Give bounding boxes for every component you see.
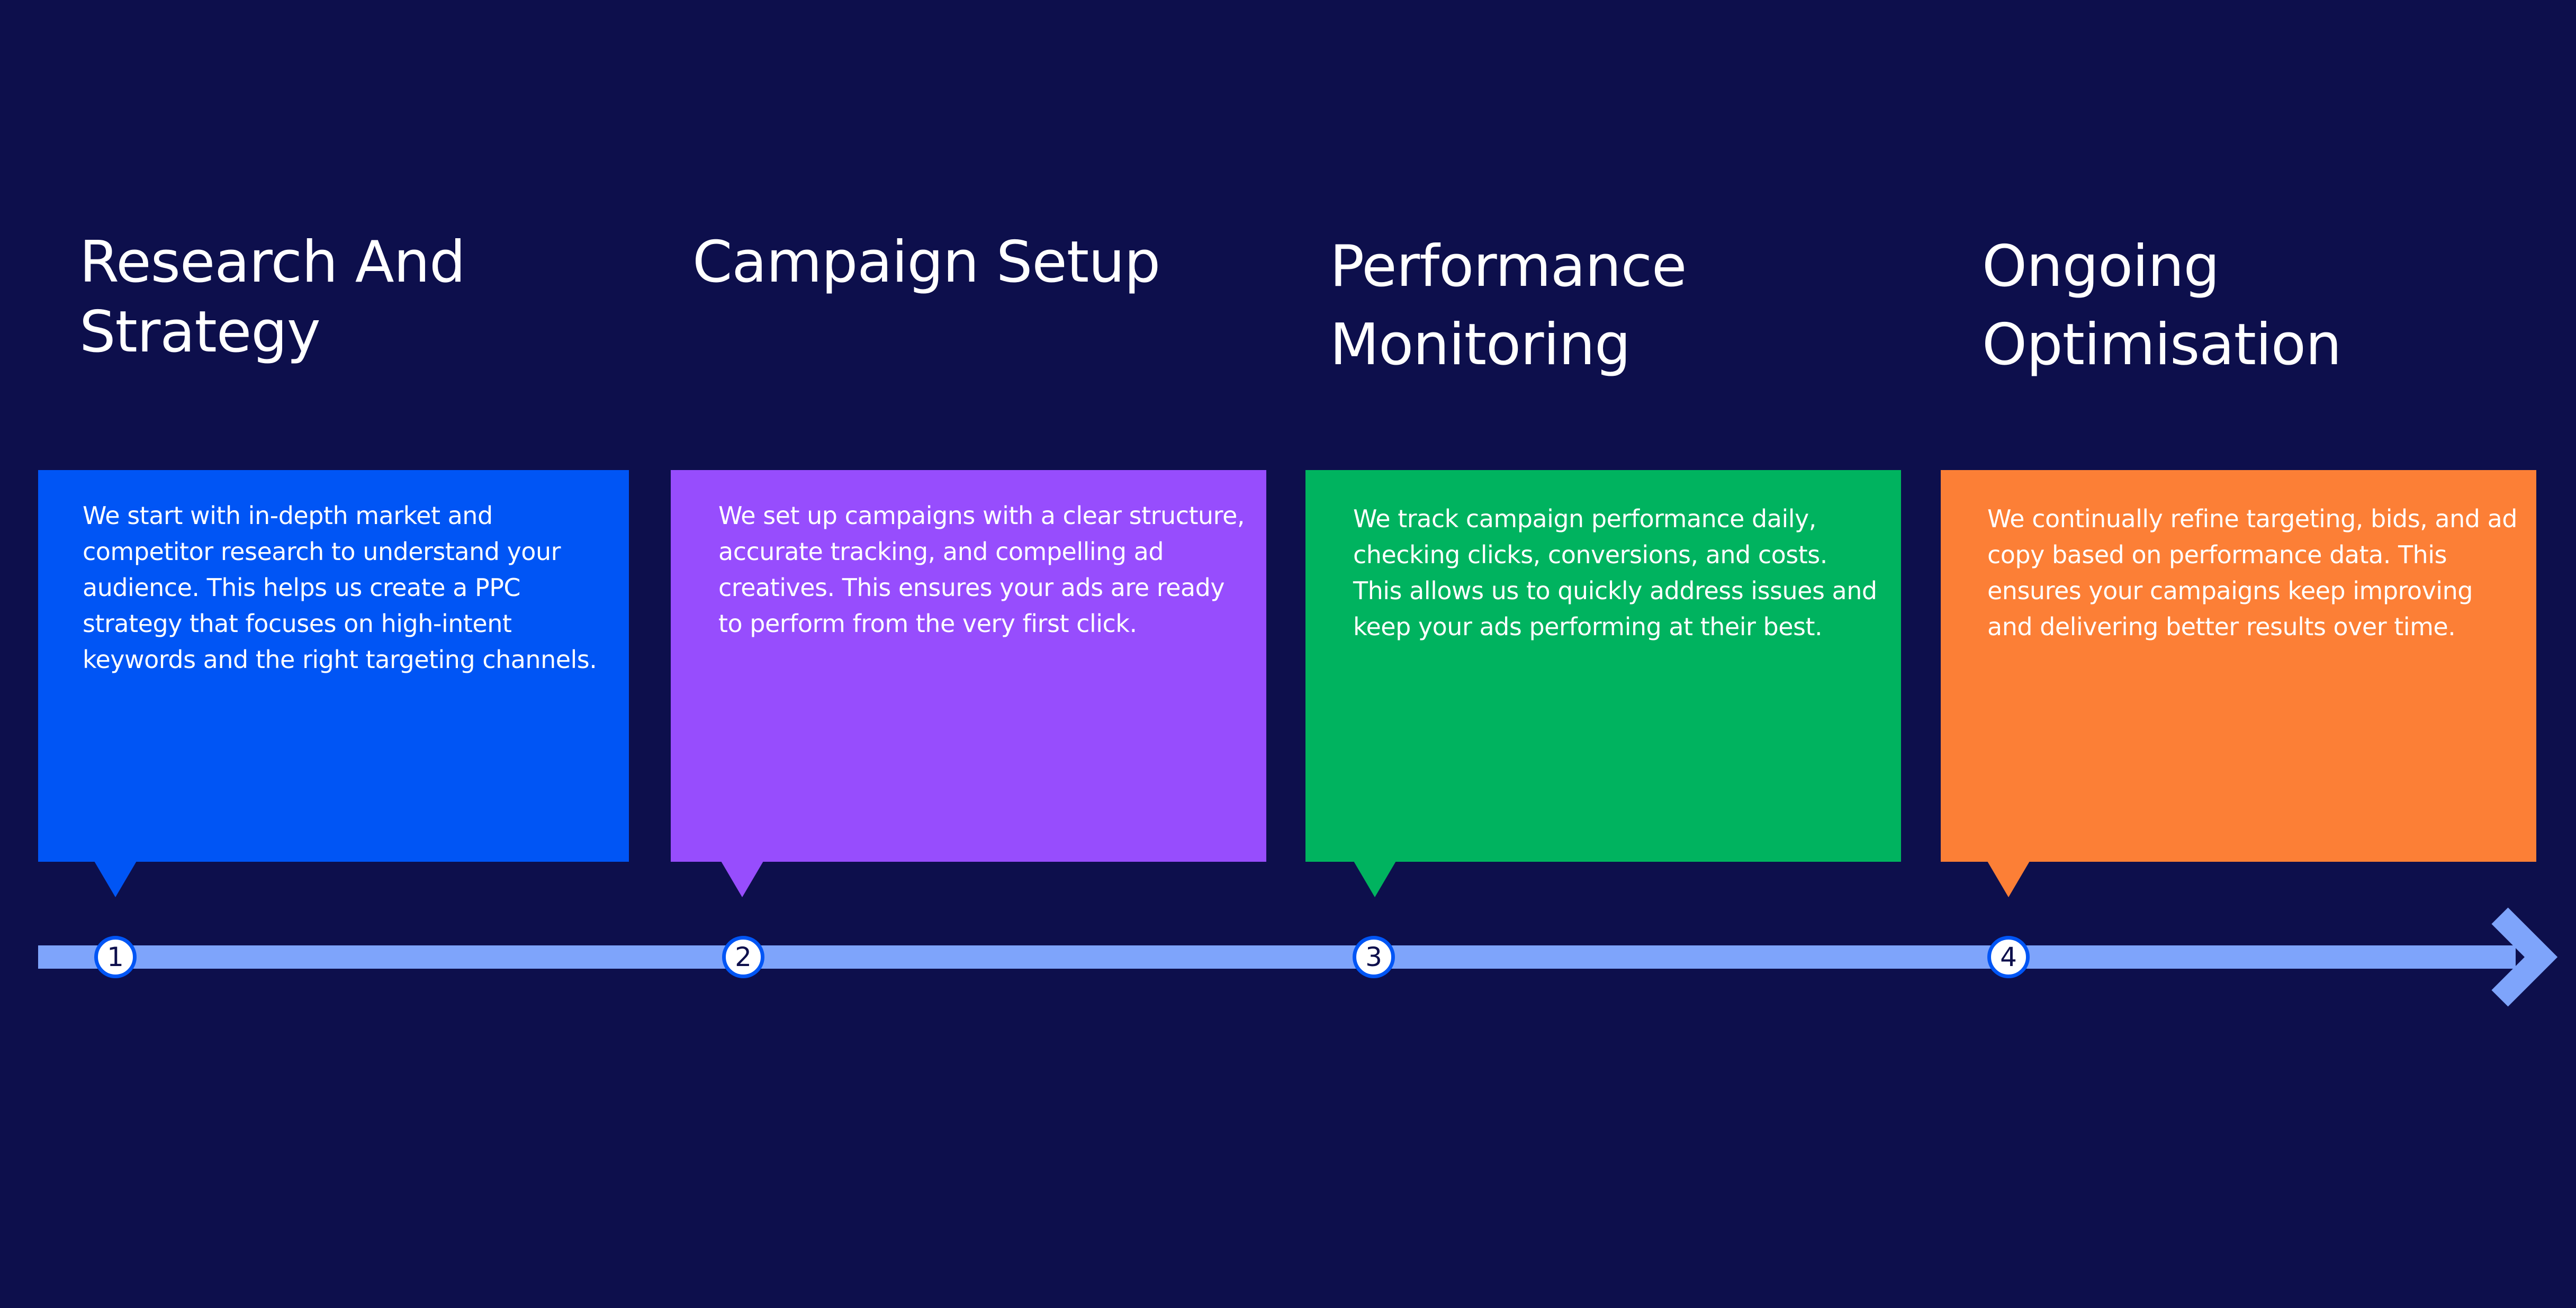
step-1-marker: 1 [94, 936, 137, 978]
step-2-title: Campaign Setup [692, 229, 1160, 295]
step-3-title: Performance Monitoring [1330, 233, 1687, 378]
step-2-card: We set up campaigns with a clear structu… [671, 470, 1266, 862]
step-4-description: We continually refine targeting, bids, a… [1987, 504, 2517, 641]
step-4-number: 4 [2000, 942, 2017, 972]
step-3-card: We track campaign performance daily, che… [1305, 470, 1901, 862]
step-3-pointer [1354, 861, 1396, 897]
step-2-number: 2 [735, 942, 752, 972]
timeline-bar [38, 945, 2516, 969]
step-3-number: 3 [1365, 942, 1382, 972]
step-2-marker: 2 [722, 936, 764, 978]
step-2-description: We set up campaigns with a clear structu… [718, 501, 1245, 638]
step-3-description: We track campaign performance daily, che… [1353, 504, 1877, 641]
step-1-number: 1 [107, 942, 124, 972]
step-1-pointer [94, 861, 137, 897]
step-1-title: Research And Strategy [79, 229, 466, 365]
step-2-pointer [721, 861, 763, 897]
step-4-pointer [1987, 861, 2030, 897]
step-3-marker: 3 [1353, 936, 1395, 978]
step-1-card: We start with in-depth market and compet… [38, 470, 629, 862]
step-4-marker: 4 [1987, 936, 2030, 978]
timeline-arrowhead [2491, 907, 2558, 1007]
step-1-description: We start with in-depth market and compet… [83, 501, 597, 674]
step-4-title: Ongoing Optimisation [1982, 233, 2341, 378]
step-4-card: We continually refine targeting, bids, a… [1941, 470, 2536, 862]
